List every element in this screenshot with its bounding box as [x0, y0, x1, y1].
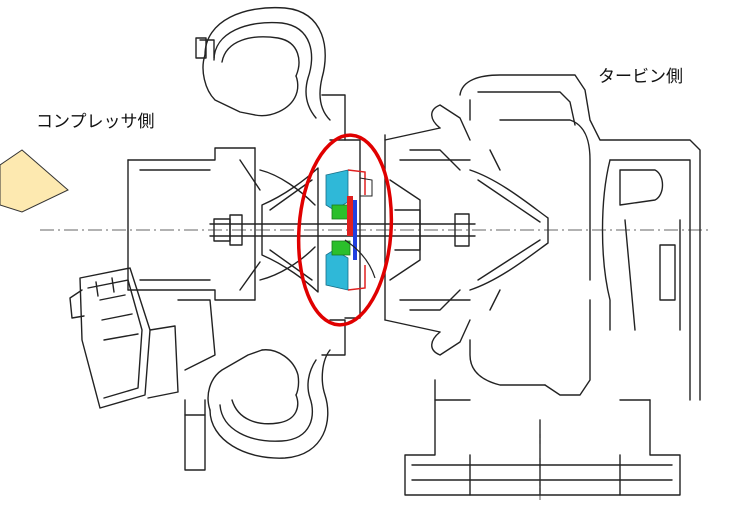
compressor-lower-scroll — [184, 349, 331, 471]
highlight-ellipse-icon — [296, 133, 394, 327]
arrow-right-icon — [0, 149, 69, 213]
center-housing — [321, 94, 471, 356]
compressor-inlet — [127, 147, 316, 301]
seal-detail — [325, 169, 376, 291]
turbine-outlet-flange — [404, 379, 681, 496]
compressor-upper-scroll — [195, 6, 331, 121]
wastegate-actuator — [69, 267, 216, 409]
compressor-side-label: コンプレッサ側 — [36, 112, 155, 132]
turbine-wheel — [469, 149, 549, 311]
turbine-side-label: タービン側 — [598, 67, 683, 87]
turbine-housing — [459, 74, 701, 401]
